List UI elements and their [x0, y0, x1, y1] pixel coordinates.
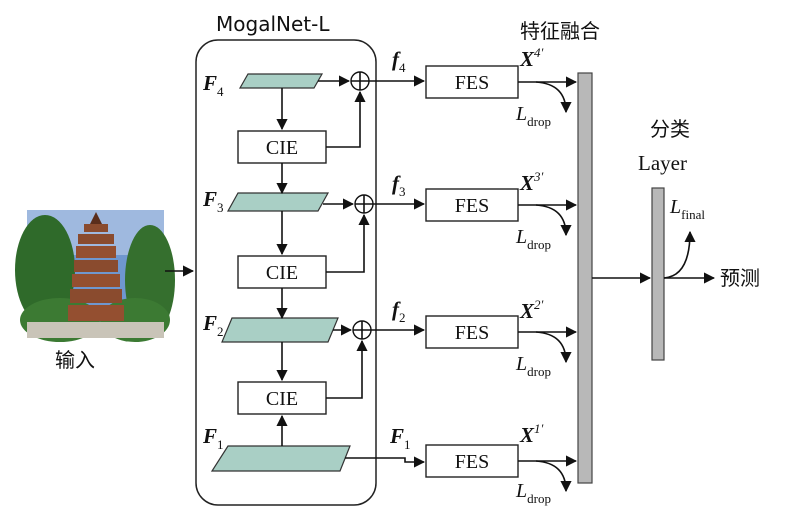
fes-output-label-2: X2′ — [519, 297, 544, 323]
fes-output-label-1: X1′ — [519, 421, 544, 447]
fes-block-2: FES — [425, 315, 519, 349]
feature-plate-1 — [210, 445, 351, 472]
sum-node-2 — [352, 320, 372, 340]
sum-node-4 — [350, 71, 370, 91]
fes-block-4: FES — [425, 65, 519, 99]
svg-text:FES: FES — [455, 322, 489, 344]
fes-output-label-3: X3′ — [519, 169, 544, 195]
output-label: 预测 — [720, 266, 760, 290]
feature-plate-2 — [221, 317, 339, 343]
network-title: MogalNet-L — [216, 12, 330, 36]
classifier-label-cn: 分类 — [650, 117, 690, 141]
fes-to-fusion-arrows — [518, 76, 578, 467]
drop-loss-label-1: Ldrop — [515, 480, 551, 506]
svg-text:FES: FES — [455, 195, 489, 217]
classifier-bar — [651, 187, 665, 361]
fused-label-3: f3 — [392, 171, 406, 199]
svg-text:CIE: CIE — [266, 388, 298, 410]
fusion-bar — [577, 72, 593, 484]
feature-label-4: F4 — [202, 71, 224, 99]
fes-block-1: FES — [425, 444, 519, 478]
input-label: 输入 — [55, 348, 95, 372]
fusion-label: 特征融合 — [520, 19, 600, 43]
drop-loss-label-3: Ldrop — [515, 226, 551, 252]
fused-label-1: F1 — [389, 424, 411, 452]
svg-text:FES: FES — [455, 451, 489, 473]
network-container — [195, 39, 377, 506]
fused-label-4: f4 — [392, 47, 406, 75]
cie-block-1: CIE — [237, 381, 327, 415]
feature-plate-4 — [238, 73, 324, 89]
svg-text:CIE: CIE — [266, 262, 298, 284]
cie-block-3: CIE — [237, 130, 327, 164]
feature-label-3: F3 — [202, 187, 224, 215]
drop-loss-label-4: Ldrop — [515, 103, 551, 129]
cie-to-sum-paths — [326, 90, 370, 399]
final-loss-curve — [663, 230, 696, 279]
final-loss-label: Lfinal — [669, 196, 705, 222]
plate-to-sum-lines — [318, 75, 355, 336]
to-fes-arrows — [345, 75, 426, 468]
cie-block-2: CIE — [237, 255, 327, 289]
fes-block-3: FES — [425, 188, 519, 222]
fused-label-2: f2 — [392, 297, 406, 325]
classifier-label-en: Layer — [638, 151, 687, 175]
svg-text:FES: FES — [455, 72, 489, 94]
svg-text:CIE: CIE — [266, 137, 298, 159]
feature-label-2: F2 — [202, 311, 224, 339]
input-image — [15, 210, 175, 342]
drop-loss-curves — [535, 81, 572, 493]
feature-plate-3 — [226, 192, 330, 212]
sum-node-3 — [354, 194, 374, 214]
feature-label-1: F1 — [202, 424, 224, 452]
drop-loss-label-2: Ldrop — [515, 353, 551, 379]
fes-output-label-4: X4′ — [519, 45, 544, 71]
